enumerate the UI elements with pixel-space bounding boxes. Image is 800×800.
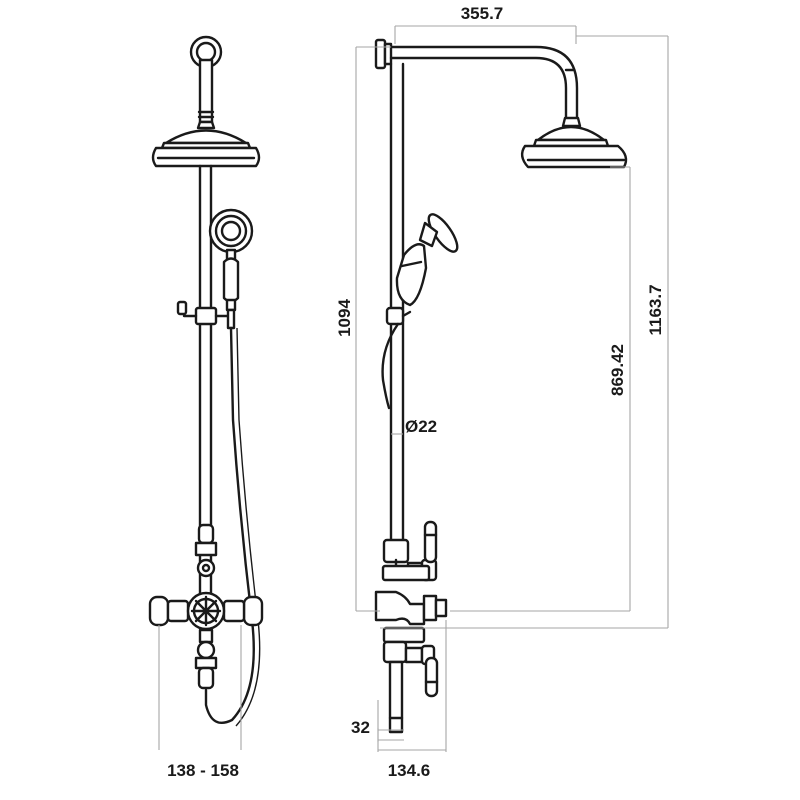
dim-label-outlet-length: 32 [351, 718, 370, 737]
dim-label-riser-height: 1094 [335, 299, 354, 337]
front-drop-pipe [197, 58, 215, 124]
dimension-labels: 355.7 1094 1163.7 869.42 Ø22 32 138 - 15… [167, 4, 665, 780]
dim-label-arm-projection: 355.7 [461, 4, 504, 23]
side-bath-outlet [388, 660, 404, 734]
side-slide-bracket [385, 306, 412, 326]
side-wall-plate [374, 38, 393, 70]
front-lower-valve [194, 628, 218, 690]
side-upper-valve [381, 520, 438, 582]
dimension-lines [355, 25, 669, 752]
dim-label-rail-diameter: Ø22 [405, 417, 437, 436]
side-hand-shower [395, 213, 459, 307]
front-slide-bracket [176, 300, 234, 326]
dim-label-valve-depth: 134.6 [388, 761, 431, 780]
side-view [374, 38, 628, 734]
front-thermostatic-valve [148, 591, 264, 631]
front-hand-shower [208, 208, 254, 330]
side-hose [381, 322, 400, 410]
side-shower-head [520, 116, 628, 169]
front-upper-valve [194, 523, 218, 578]
side-thermostatic-valve [374, 590, 448, 626]
front-shower-head [151, 120, 261, 168]
dim-label-valve-centres: 138 - 158 [167, 761, 239, 780]
dim-valve-centres [158, 625, 242, 750]
side-shower-arm [389, 45, 579, 120]
front-view [148, 35, 264, 750]
dim-label-overall-height: 1163.7 [646, 284, 665, 335]
dim-label-head-to-valve: 869.42 [608, 344, 627, 396]
